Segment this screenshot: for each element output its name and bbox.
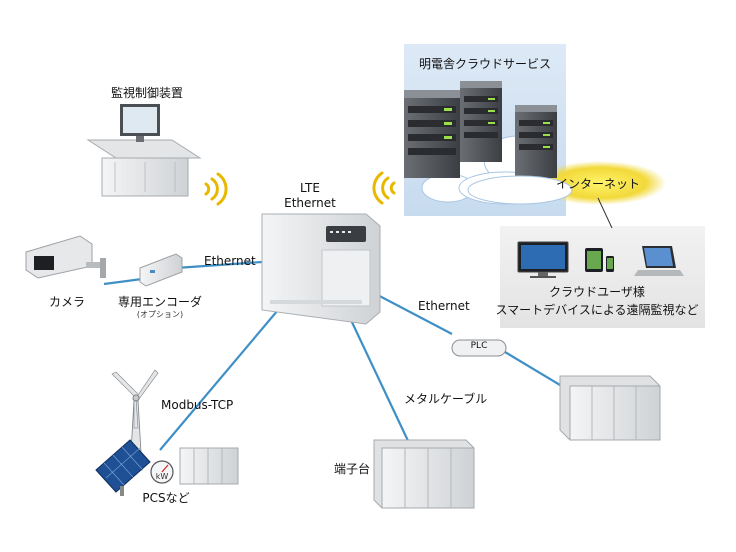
kw-label: kW [155,472,169,481]
kw-meter [150,460,174,484]
lte-router [261,213,381,325]
terminal-block-cabinet [373,439,475,509]
solar-panel [95,439,151,496]
link-router-terminal [349,317,411,446]
link-internet-users [597,197,613,229]
cloud-users-label-1: クラウドユーザ様 [549,285,645,299]
link-router-pcs [159,309,279,451]
encoder-label: 専用エンコーダ [117,295,203,309]
cloud-users-label-2: スマートデバイスによる遠隔監視など [495,303,699,317]
modbus-label: Modbus-TCP [161,398,234,412]
ethernet-left-label: Ethernet [204,254,256,268]
desktop-monitor-icon [517,241,569,278]
encoder-option-label: (オプション) [136,310,184,319]
wireless-waves-right [372,171,396,205]
encoder [139,253,183,287]
plc-label: PLC [470,341,488,351]
wireless-waves-left [204,172,228,206]
plc-unit [451,339,507,357]
link-router-plc [371,291,453,335]
pcs-label: PCSなど [142,491,190,505]
link-plc-cabinet [504,351,561,386]
metal-cable-label: メタルケーブル [404,392,488,406]
tablet-icon [585,248,603,272]
terminal-block-label: 端子台 [334,462,371,476]
monitor-control-label: 監視制御装置 [110,86,184,100]
monitoring-console [86,104,202,197]
internet-label: インターネット [555,177,641,191]
pcs-cabinet [179,447,239,485]
camera-label: カメラ [48,295,86,309]
connection-lines [103,260,561,451]
cloud-service-label: 明電舎クラウドサービス [418,57,552,71]
cabinet-right [559,375,661,441]
ethernet-top-label: Ethernet [284,196,336,210]
link-encoder-router [175,260,263,270]
cloud-servers [404,81,557,178]
lte-label: LTE [300,181,320,195]
link-camera-encoder [103,277,143,286]
camera [25,235,106,279]
laptop-icon [634,246,684,276]
wind-turbine [111,369,159,471]
smartphone-icon [606,256,614,272]
user-devices [517,241,684,278]
ethernet-right-label: Ethernet [418,299,470,313]
